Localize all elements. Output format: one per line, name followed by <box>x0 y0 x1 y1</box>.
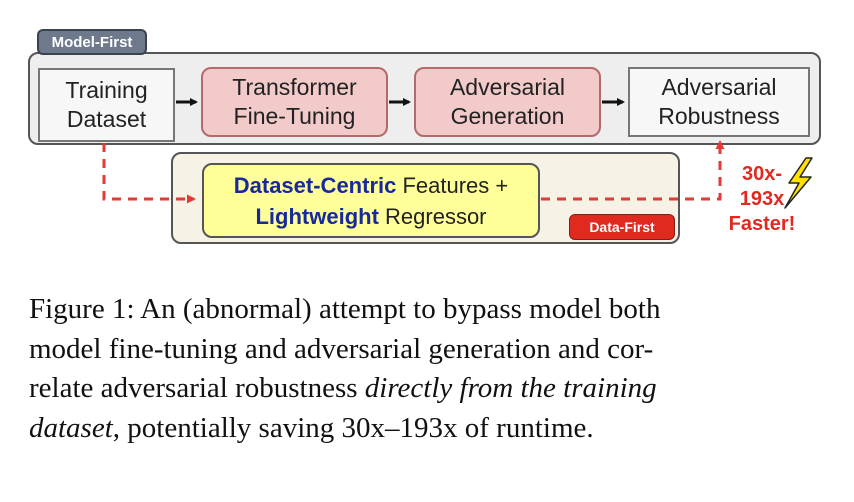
caption-line3: relate adversarial robustness directly f… <box>29 369 829 409</box>
model-first-tag: Model-First <box>37 29 147 55</box>
caption-line4: dataset, potentially saving 30x–193x of … <box>29 409 829 449</box>
caption-line4-italic: dataset <box>29 411 113 444</box>
features-regressor-box: Dataset-Centric Features + Lightweight R… <box>202 163 540 238</box>
lightweight-text: Lightweight <box>255 203 379 229</box>
caption-line4-plain: , potentially saving 30x–193x of runtime… <box>112 411 594 444</box>
training-dataset-box: Training Dataset <box>38 68 175 142</box>
robustness-line1: Adversarial <box>661 74 777 100</box>
features-text: Features + <box>396 172 509 198</box>
figure-caption: Figure 1: An (abnormal) attempt to bypas… <box>29 290 829 448</box>
caption-line2: model fine-tuning and adversarial genera… <box>29 332 654 365</box>
speedup-line2: 193x <box>739 188 785 210</box>
training-dataset-line1: Training <box>65 77 148 103</box>
speedup-line3: Faster! <box>728 213 796 235</box>
caption-line3-italic: directly from the training <box>364 372 657 404</box>
features-line2: Lightweight Regressor <box>234 201 509 232</box>
adversarial-generation-box: Adversarial Generation <box>414 67 601 137</box>
robustness-line2: Robustness <box>658 103 780 129</box>
features-line1: Dataset-Centric Features + <box>234 170 509 201</box>
data-first-tag: Data-First <box>569 214 675 240</box>
lightning-bolt-icon <box>784 157 813 209</box>
adversarial-robustness-box: Adversarial Robustness <box>628 67 810 137</box>
caption-line1: Figure 1: An (abnormal) attempt to bypas… <box>29 293 661 325</box>
training-dataset-line2: Dataset <box>66 106 147 132</box>
dashed-arrow-dataset-to-features <box>102 143 196 204</box>
finetuning-line1: Transformer <box>232 74 357 100</box>
speedup-label: 30x- 193x Faster! <box>712 162 812 237</box>
dataset-centric-text: Dataset-Centric <box>233 172 397 198</box>
finetuning-line2: Fine-Tuning <box>233 103 356 129</box>
regressor-text: Regressor <box>378 203 487 229</box>
advgen-line1: Adversarial <box>449 74 566 100</box>
dashed-arrow-features-to-robustness <box>541 140 725 201</box>
transformer-finetuning-box: Transformer Fine-Tuning <box>201 67 388 137</box>
caption-line3-plain: relate adversarial robustness <box>29 372 365 404</box>
advgen-line2: Generation <box>450 103 565 129</box>
speedup-line1: 30x- <box>741 163 783 185</box>
